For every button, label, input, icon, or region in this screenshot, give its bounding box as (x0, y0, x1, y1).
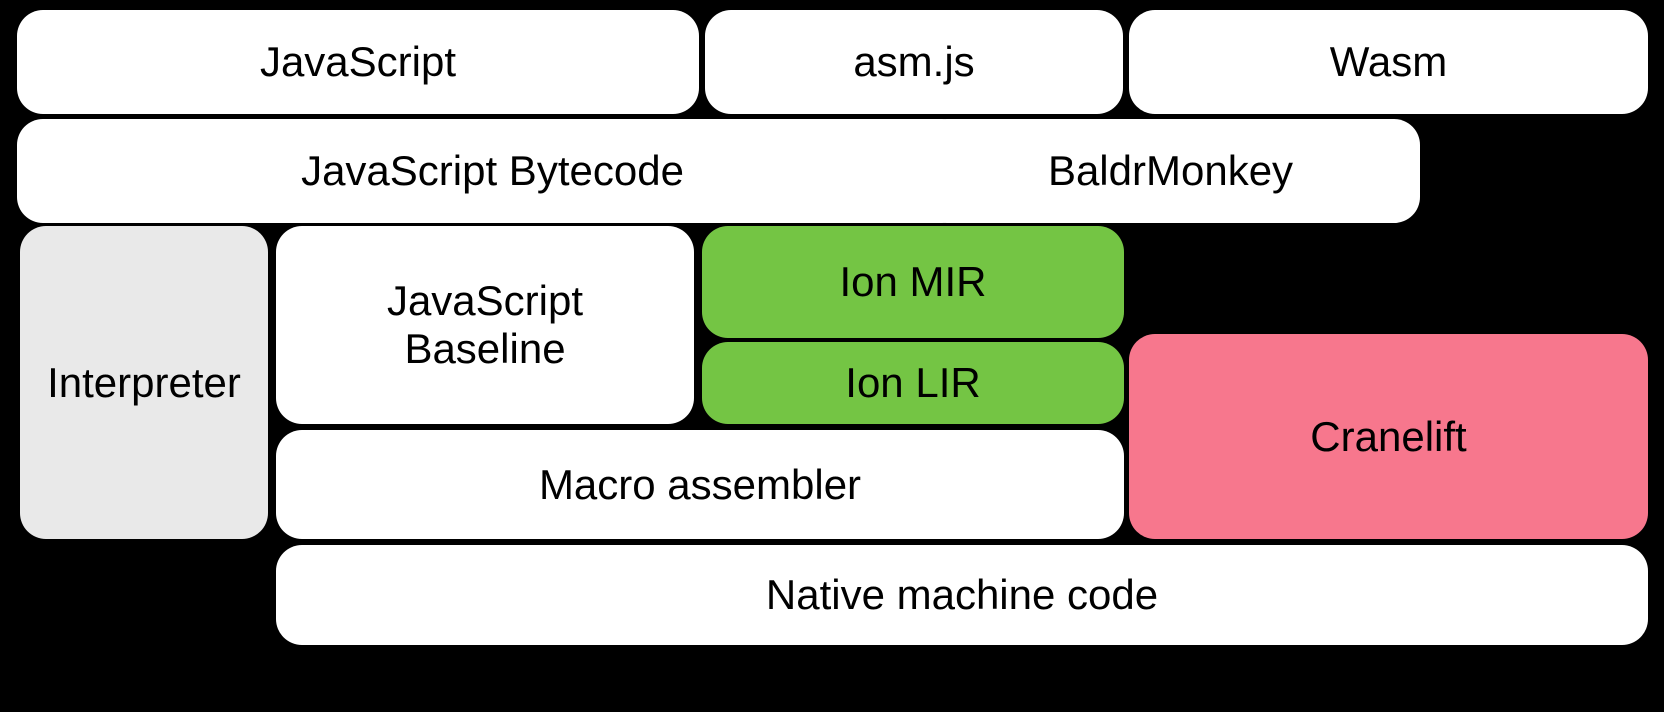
node-asm-js[interactable]: asm.js (705, 10, 1123, 114)
node-interpreter[interactable]: Interpreter (20, 226, 268, 539)
node-native-machine-code[interactable]: Native machine code (276, 545, 1648, 645)
node-javascript-bytecode[interactable]: JavaScript Bytecode (17, 119, 968, 223)
node-macro-assembler[interactable]: Macro assembler (276, 430, 1124, 539)
node-ion-mir[interactable]: Ion MIR (702, 226, 1124, 338)
node-javascript-baseline[interactable]: JavaScript Baseline (276, 226, 694, 424)
node-baldrmonkey[interactable]: BaldrMonkey (921, 119, 1420, 223)
node-cranelift[interactable]: Cranelift (1129, 334, 1648, 539)
node-ion-lir[interactable]: Ion LIR (702, 342, 1124, 424)
node-wasm[interactable]: Wasm (1129, 10, 1648, 114)
node-javascript[interactable]: JavaScript (17, 10, 699, 114)
